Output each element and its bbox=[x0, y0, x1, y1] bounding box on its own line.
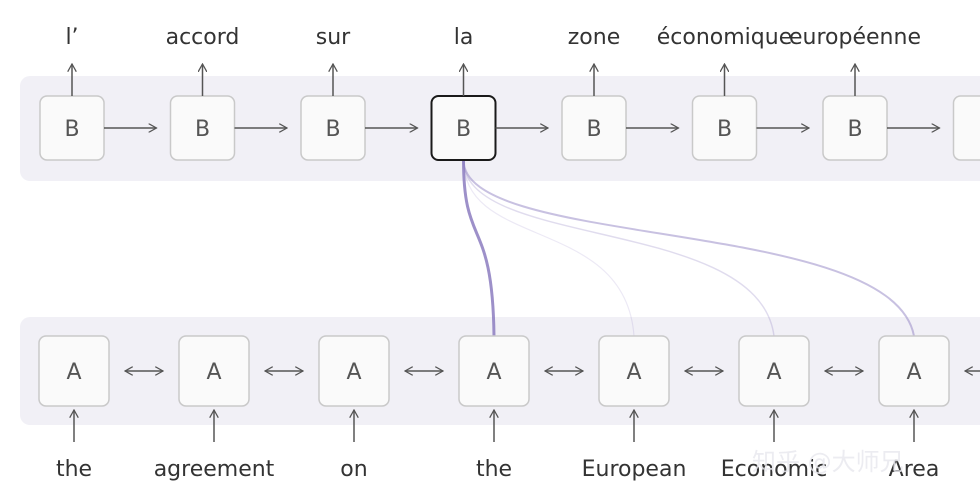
watermark-text: 知乎 @大师兄 bbox=[752, 448, 904, 476]
encoder-node-0: A bbox=[38, 335, 110, 407]
encoder-node-5: A bbox=[738, 335, 810, 407]
encoder-cell-label: A bbox=[906, 360, 921, 385]
decoder-cell-label: B bbox=[847, 117, 862, 142]
decoder-cell-label: B bbox=[456, 117, 471, 142]
input-word: European bbox=[582, 457, 687, 482]
encoder-node-2: A bbox=[318, 335, 390, 407]
encoder-cell bbox=[598, 335, 670, 407]
attention-curve-to-6 bbox=[462, 159, 915, 337]
decoder-node-6: B bbox=[822, 95, 888, 161]
output-word: européenne bbox=[789, 25, 921, 50]
output-word: accord bbox=[166, 25, 240, 50]
attention-curve-to-3 bbox=[462, 158, 496, 338]
encoder-node-4: A bbox=[598, 335, 670, 407]
input-word: the bbox=[476, 457, 512, 482]
decoder-cell-label: B bbox=[717, 117, 732, 142]
decoder-node-3: B bbox=[430, 95, 497, 161]
encoder-cell bbox=[178, 335, 250, 407]
encoder-cell-label: A bbox=[206, 360, 221, 385]
output-word: économique bbox=[657, 25, 792, 50]
attention-curves bbox=[462, 158, 915, 338]
output-word: zone bbox=[568, 25, 621, 50]
encoder-cell-label: A bbox=[346, 360, 361, 385]
output-word: sur bbox=[316, 25, 351, 50]
output-word: a bbox=[979, 25, 980, 50]
input-word: on bbox=[340, 457, 367, 482]
encoder-node-3: A bbox=[458, 335, 530, 407]
encoder-cell bbox=[878, 335, 950, 407]
encoder-cell bbox=[318, 335, 390, 407]
encoder-cell-label: A bbox=[626, 360, 641, 385]
encoder-cell bbox=[38, 335, 110, 407]
encoder-cell bbox=[458, 335, 530, 407]
attention-curve-to-5 bbox=[462, 159, 775, 337]
encoder-cell-label: A bbox=[486, 360, 501, 385]
input-word: Economic bbox=[721, 457, 828, 482]
input-word: the bbox=[56, 457, 92, 482]
decoder-cell-label: B bbox=[195, 117, 210, 142]
decoder-cell-label: B bbox=[978, 117, 980, 142]
encoder-cell-label: A bbox=[66, 360, 81, 385]
decoder-cell bbox=[952, 95, 980, 161]
attention-curve-to-4 bbox=[462, 159, 635, 337]
decoder-node-2: B bbox=[300, 95, 366, 161]
encoder-cell bbox=[738, 335, 810, 407]
encoder-cell-label: A bbox=[766, 360, 781, 385]
input-word: agreement bbox=[154, 457, 275, 482]
decoder-cell-label: B bbox=[325, 117, 340, 142]
decoder-cell-label: B bbox=[586, 117, 601, 142]
decoder-node-0: B bbox=[39, 95, 105, 161]
decoder-cell-label: B bbox=[64, 117, 79, 142]
input-word: Area bbox=[889, 457, 940, 482]
decoder-node-5: B bbox=[691, 95, 758, 161]
encoder-node-6: A bbox=[878, 335, 950, 407]
decoder-node-7: B bbox=[952, 95, 980, 161]
encoder-node-1: A bbox=[178, 335, 250, 407]
decoder-node-1: B bbox=[169, 95, 236, 161]
decoder-row: Bl’ BaccordBsurBlaBzoneBéconomiqueBeuropé… bbox=[39, 25, 980, 161]
output-word: la bbox=[454, 25, 474, 50]
decoder-node-4: B bbox=[561, 95, 627, 161]
output-word: l’ bbox=[65, 25, 78, 50]
